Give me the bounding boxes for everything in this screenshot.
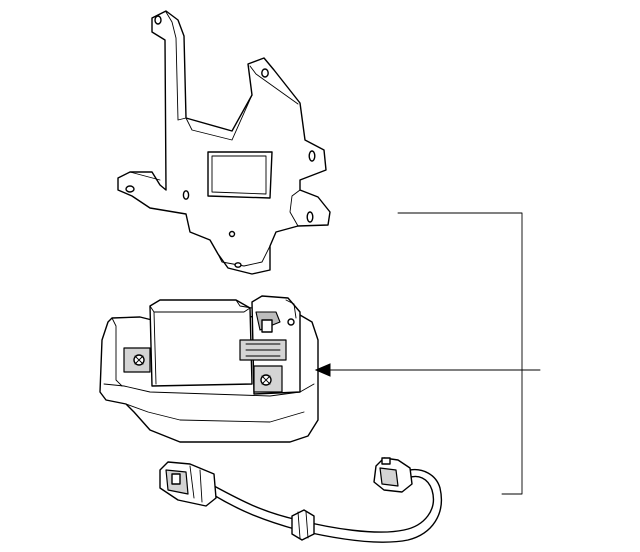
- callout-arrow: [314, 363, 331, 377]
- module: [99, 295, 319, 443]
- mounting-bracket: [117, 10, 331, 275]
- callout-bracket: [314, 212, 541, 495]
- wire-harness: [159, 457, 442, 543]
